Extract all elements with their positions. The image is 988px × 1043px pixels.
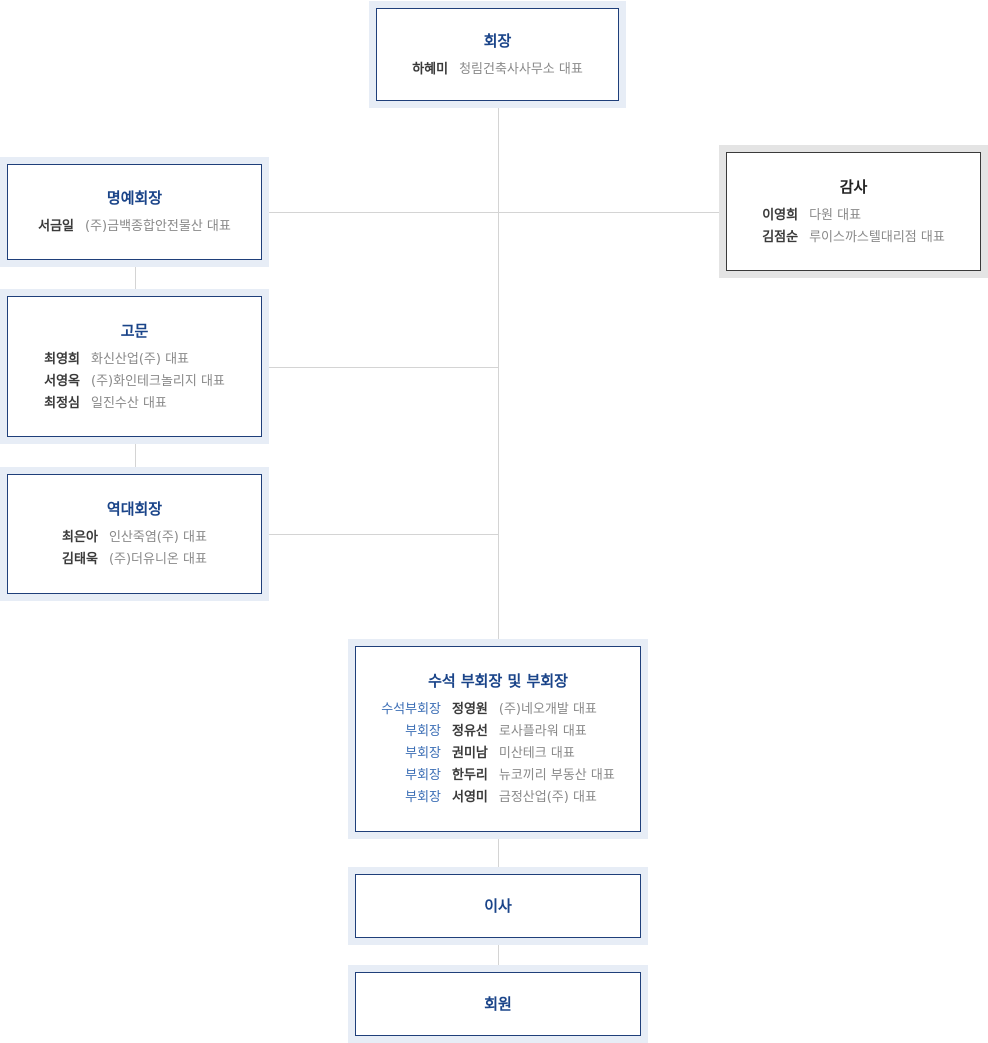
member-org: 로사플라워 대표 xyxy=(498,724,587,739)
node-title: 명예회장 xyxy=(106,189,163,207)
member-org: 일진수산 대표 xyxy=(91,395,167,411)
member-name: 서금일 xyxy=(38,219,75,234)
node-members: 회원 xyxy=(348,965,648,1043)
connector-left-1 xyxy=(135,266,136,290)
connector-honorary-auditor xyxy=(268,212,720,213)
node-honorary-chairman: 명예회장 서금일 (주)금백종합안전물산 대표 xyxy=(0,157,269,267)
node-title: 감사 xyxy=(839,177,868,196)
member-org: 미산테크 대표 xyxy=(498,746,575,761)
node-title: 수석 부회장 및 부회장 xyxy=(428,672,568,690)
member-role: 수석부회장 xyxy=(381,702,441,717)
member-org: (주)화인테크놀리지 대표 xyxy=(91,373,225,389)
member-name: 하혜미 xyxy=(412,61,449,77)
member-name: 권미남 xyxy=(452,746,488,761)
member-name: 정영원 xyxy=(452,702,488,717)
connector-main-vertical xyxy=(498,108,499,640)
node-title: 회원 xyxy=(484,995,512,1013)
member-org: 금정산업(주) 대표 xyxy=(498,790,597,805)
member-org: (주)금백종합안전물산 대표 xyxy=(85,219,231,234)
member-name: 최정심 xyxy=(44,395,80,411)
member-org: 루이스까스텔대리점 대표 xyxy=(809,229,945,245)
node-title: 고문 xyxy=(120,321,149,340)
member-name: 김점순 xyxy=(762,229,799,245)
member-org: 뉴코끼리 부동산 대표 xyxy=(498,768,615,783)
member-name: 김태욱 xyxy=(62,552,98,567)
node-advisor: 고문 최영희 화신산업(주) 대표 서영옥 (주)화인테크놀리지 대표 최정심 … xyxy=(0,289,269,444)
member-role: 부회장 xyxy=(405,768,441,783)
member-name: 이영희 xyxy=(762,207,799,223)
node-title: 역대회장 xyxy=(106,500,163,518)
member-name: 서영옥 xyxy=(44,373,80,389)
node-directors: 이사 xyxy=(348,867,648,945)
member-name: 최은아 xyxy=(62,530,98,545)
member-role: 부회장 xyxy=(405,790,441,805)
connector-left-2 xyxy=(135,444,136,468)
node-chairman: 회장 하혜미 청림건축사사무소 대표 xyxy=(369,1,626,108)
connector-past xyxy=(268,534,499,535)
node-past-chairmen: 역대회장 최은아 인산죽염(주) 대표 김태욱 (주)더유니온 대표 xyxy=(0,467,269,601)
member-role: 부회장 xyxy=(405,746,441,761)
connector-director-member xyxy=(498,944,499,966)
member-role: 부회장 xyxy=(405,724,441,739)
node-title: 회장 xyxy=(483,31,512,50)
member-name: 서영미 xyxy=(452,790,488,805)
node-title: 이사 xyxy=(484,897,512,915)
member-org: (주)더유니온 대표 xyxy=(108,552,207,567)
member-org: 청림건축사사무소 대표 xyxy=(459,61,583,77)
connector-vice-director xyxy=(498,838,499,868)
node-auditor: 감사 이영희 다원 대표 김점순 루이스까스텔대리점 대표 xyxy=(719,145,988,278)
member-org: 인산죽염(주) 대표 xyxy=(108,530,207,545)
member-org: 화신산업(주) 대표 xyxy=(91,351,189,367)
member-name: 한두리 xyxy=(452,768,488,783)
member-org: 다원 대표 xyxy=(809,207,862,223)
member-name: 정유선 xyxy=(452,724,488,739)
node-vice-chairmen: 수석 부회장 및 부회장 수석부회장 정영원 (주)네오개발 대표 부회장 정유… xyxy=(348,639,648,839)
connector-advisor xyxy=(268,367,499,368)
member-org: (주)네오개발 대표 xyxy=(498,702,597,717)
member-name: 최영희 xyxy=(44,351,80,367)
